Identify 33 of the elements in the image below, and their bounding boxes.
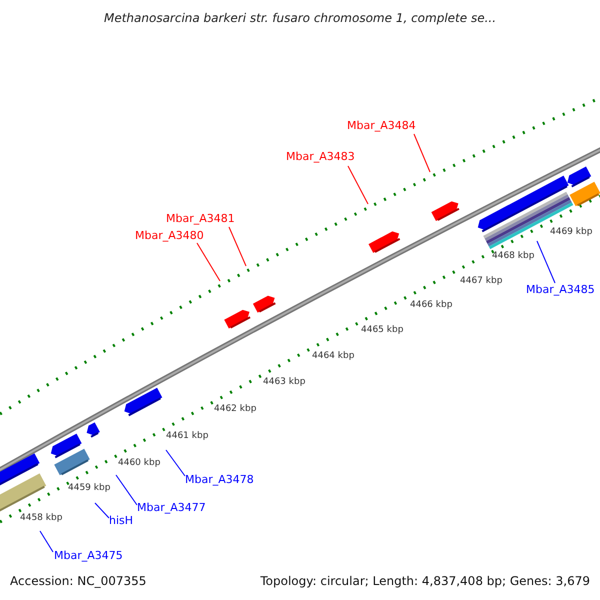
gene-label: Mbar_A3484 [347, 119, 416, 132]
scale-label: 4469 kbp [550, 227, 592, 237]
gene-label: hisH [109, 514, 134, 527]
scale-label: 4462 kbp [214, 404, 256, 414]
leader-line [414, 134, 430, 172]
scale-label: 4464 kbp [312, 351, 354, 361]
gene-label: Mbar_A3478 [185, 473, 254, 486]
gene-label: Mbar_A3475 [54, 549, 123, 562]
gene-label: Mbar_A3485 [526, 283, 595, 296]
leader-line [196, 242, 220, 282]
gene-label: Mbar_A3480 [135, 229, 204, 242]
leader-line [348, 166, 368, 204]
gene-label: Mbar_A3483 [286, 150, 355, 163]
accession-text: Accession: NC_007355 [10, 574, 146, 588]
leader-line [166, 450, 186, 476]
leader-line [228, 226, 246, 266]
scale-label: 4459 kbp [68, 483, 110, 493]
scale-label: 4466 kbp [410, 300, 452, 310]
scale-label: 4463 kbp [263, 377, 306, 387]
scale-label: 4467 kbp [460, 276, 502, 286]
scale-label: 4458 kbp [20, 513, 62, 523]
leader-line [40, 530, 54, 552]
scale-label: 4460 kbp [118, 458, 160, 468]
topology-text: Topology: circular; Length: 4,837,408 bp; Genes: 3,679 [260, 574, 590, 588]
leader-line [536, 240, 556, 284]
leader-line [94, 502, 110, 518]
gene-label: Mbar_A3477 [137, 501, 206, 514]
leader-line [116, 474, 138, 506]
scale-label: 4461 kbp [166, 431, 208, 441]
gene-label: Mbar_A3481 [166, 212, 235, 225]
scale-label: 4468 kbp [492, 251, 534, 261]
scale-label: 4465 kbp [361, 325, 404, 335]
chart-title: Methanosarcina barkeri str. fusaro chromosome 1, complete se... [102, 11, 498, 25]
